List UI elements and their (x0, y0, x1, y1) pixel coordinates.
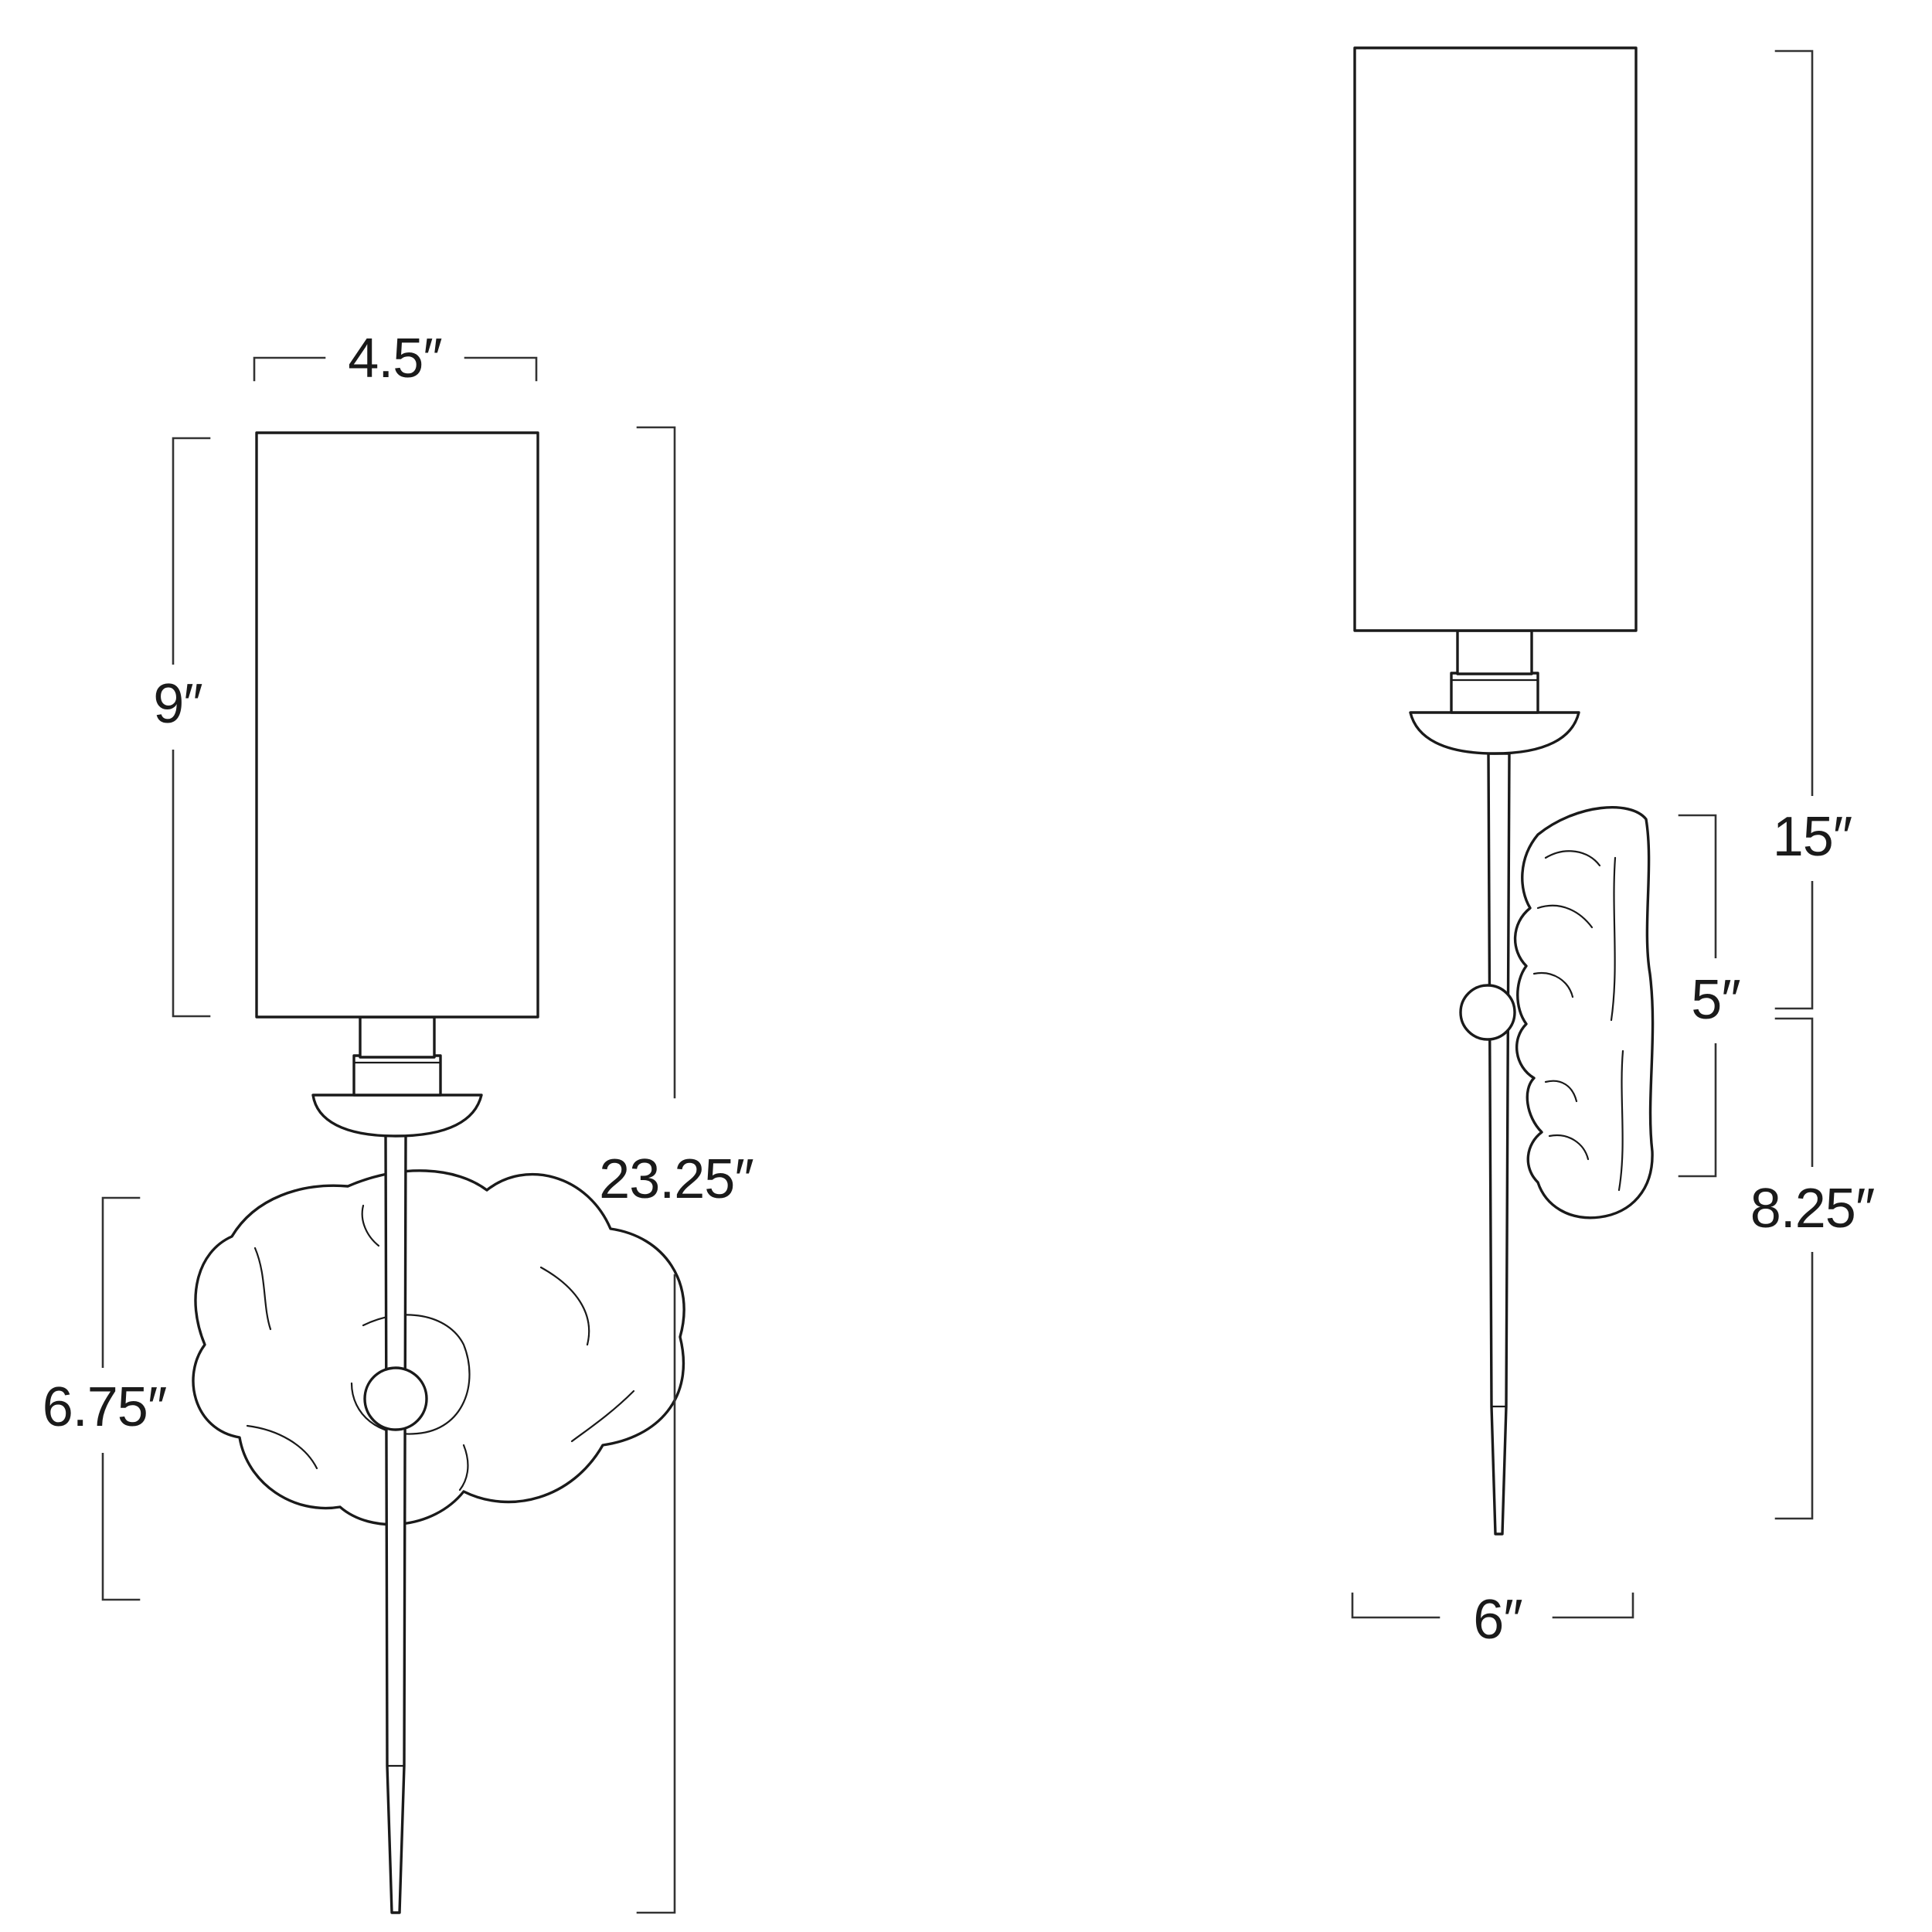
front-shade-height-label: 9″ (153, 673, 202, 735)
front-backplate-fold-5 (361, 1204, 380, 1247)
side-socket-lower (1450, 672, 1539, 714)
front-knob (363, 1366, 428, 1431)
side-depth-dim-left (1351, 1592, 1440, 1619)
front-backplate-fold-2 (539, 1266, 590, 1346)
side-backplate-fold-7 (1544, 850, 1601, 867)
front-backplate-fold-3 (570, 1389, 635, 1443)
front-overall-height-label: 23.25″ (599, 1148, 753, 1210)
side-shade (1353, 46, 1638, 632)
side-backplate-fold-2 (1532, 971, 1574, 998)
front-shade-width-dim-right (464, 356, 538, 382)
front-overall-height-dim-bottom (636, 1274, 676, 1914)
side-stem (1487, 752, 1511, 1536)
front-view: 4.5″ 9″ 23.25″ 6.75″ (39, 328, 754, 1914)
front-overall-height-dim-top (636, 426, 676, 1099)
side-overall-height-dim (1774, 49, 1814, 1010)
side-overall-height-label: 15″ (1773, 806, 1852, 868)
side-backplate-fold-4 (1548, 1134, 1590, 1161)
side-backplate-fold-3 (1544, 1080, 1578, 1103)
front-backplate-fold-1 (253, 1247, 272, 1331)
side-backplate-height-label: 5″ (1691, 969, 1740, 1031)
front-backplate-fold-4 (246, 1424, 318, 1470)
side-socket-upper (1456, 629, 1533, 675)
side-backplate (1513, 806, 1655, 1219)
front-shade-width-dim-left (253, 356, 326, 382)
side-lower-height-dim (1774, 1017, 1814, 1520)
front-socket-lower (352, 1054, 442, 1097)
front-shade (255, 431, 539, 1019)
front-stem (384, 1133, 407, 1914)
front-bobeche (311, 1094, 483, 1138)
side-depth-dim-right (1552, 1592, 1634, 1619)
front-socket-upper (359, 1015, 436, 1059)
side-backplate-fold-5 (1610, 856, 1617, 1022)
side-knob (1459, 984, 1516, 1041)
side-lower-height-label: 8.25″ (1750, 1178, 1875, 1240)
side-view: 15″ 5″ 8.25″ 6″ (1351, 46, 1893, 1651)
front-shade-width-label: 4.5″ (348, 328, 442, 389)
side-backplate-fold-1 (1536, 904, 1594, 929)
front-backplate-inner (350, 1314, 471, 1435)
side-depth-label: 6″ (1473, 1589, 1522, 1651)
front-backplate-fold-6 (458, 1444, 469, 1492)
side-bobeche (1409, 711, 1580, 755)
front-backplate-height-label: 6.75″ (43, 1376, 167, 1438)
side-backplate-fold-6 (1617, 1049, 1624, 1192)
front-backplate (192, 1169, 685, 1526)
